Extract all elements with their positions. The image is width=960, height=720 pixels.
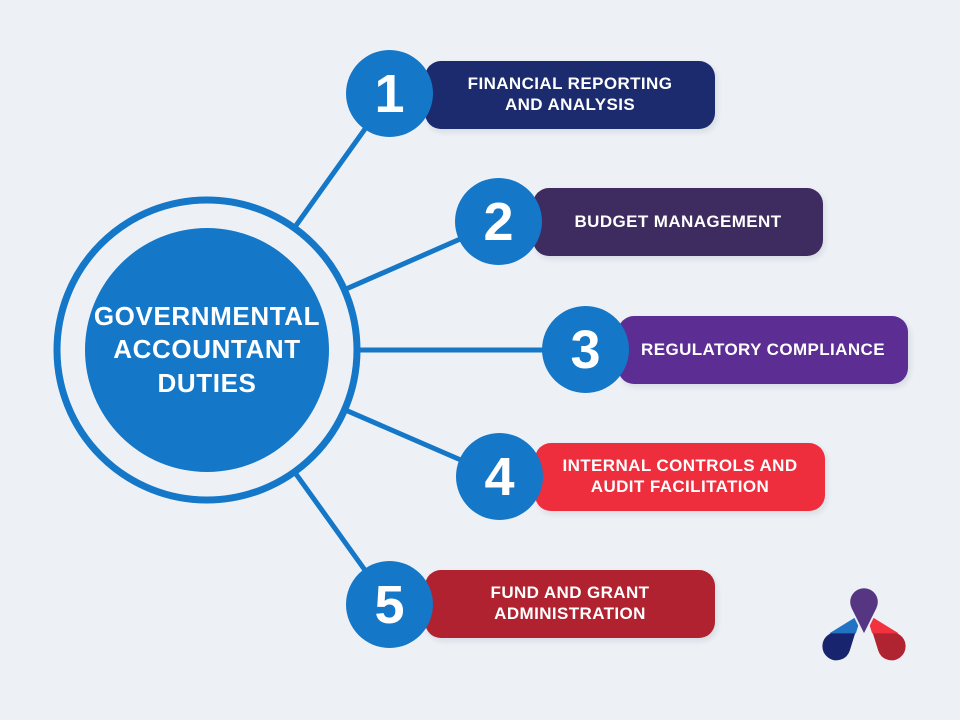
duty-number-badge-5: 5: [346, 561, 433, 648]
duty-label: AND ANALYSIS: [504, 95, 636, 114]
duty-number: 3: [570, 319, 601, 380]
center-circle: [85, 228, 329, 472]
duty-number-badge-2: 2: [455, 178, 542, 265]
duty-label: INTERNAL CONTROLS AND: [562, 456, 798, 476]
page-title-line: DUTIES: [157, 367, 257, 398]
brand-logo-icon: [821, 586, 907, 662]
duty-label: FINANCIAL REPORTING: [467, 74, 673, 94]
duty-pill-financial-reporting: FINANCIAL REPORTING AND ANALYSIS: [425, 61, 715, 129]
duty-number: 5: [374, 574, 405, 635]
top-droplet: [848, 586, 880, 638]
duty-number: 1: [374, 63, 405, 124]
duty-pill-internal-controls: INTERNAL CONTROLS AND AUDIT FACILITATION: [535, 443, 825, 511]
duty-number-badge-3: 3: [542, 306, 629, 393]
page-title-line: GOVERNMENTAL: [93, 301, 321, 332]
duty-number-badge-4: 4: [456, 433, 543, 520]
duty-pill-fund-grant: FUND AND GRANT ADMINISTRATION: [425, 570, 715, 638]
duty-label: ADMINISTRATION: [494, 604, 646, 623]
duty-pill-budget-management: BUDGET MANAGEMENT: [533, 188, 823, 256]
duty-number-badge-1: 1: [346, 50, 433, 137]
duty-pill-regulatory-compliance: REGULATORY COMPLIANCE: [618, 316, 908, 384]
duty-label: FUND AND GRANT: [490, 583, 650, 603]
duty-label: REGULATORY COMPLIANCE: [641, 339, 885, 359]
duty-number: 2: [483, 191, 514, 252]
duty-label: AUDIT FACILITATION: [590, 477, 770, 496]
page-title-line: ACCOUNTANT: [113, 334, 301, 365]
duty-number: 4: [484, 446, 515, 507]
page-title: GOVERNMENTAL ACCOUNTANT DUTIES: [85, 228, 329, 472]
duty-label: BUDGET MANAGEMENT: [574, 211, 782, 231]
